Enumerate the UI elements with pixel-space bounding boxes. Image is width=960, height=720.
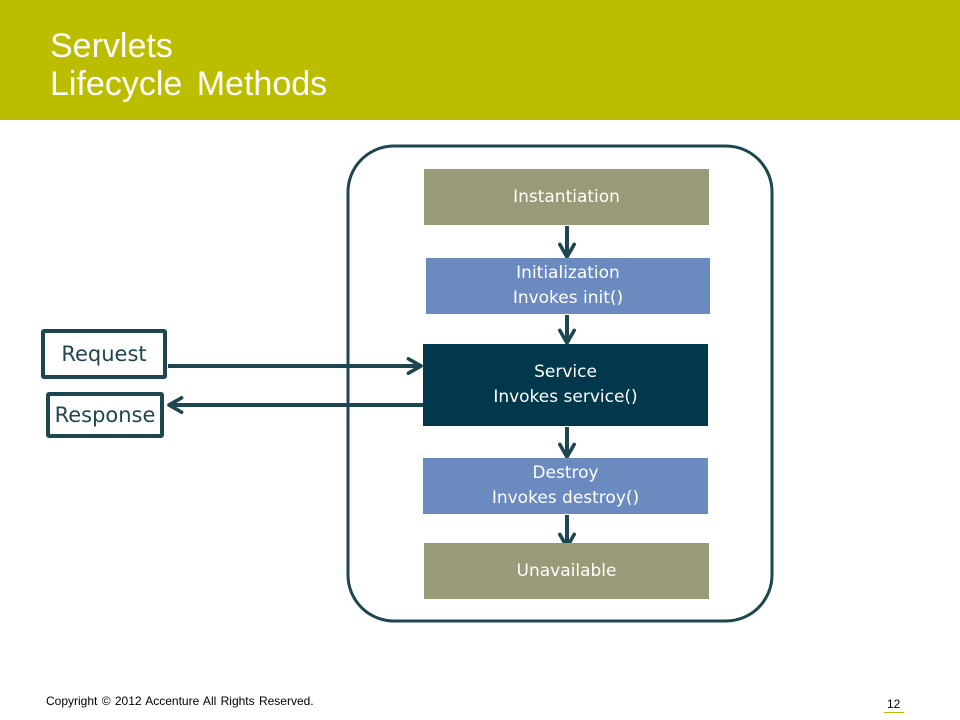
response-box: Response bbox=[46, 392, 164, 438]
stage-destroy: Destroy Invokes destroy() bbox=[423, 458, 708, 514]
stage-initialization-detail: Invokes init() bbox=[512, 288, 624, 308]
stage-initialization-label: Initialization bbox=[516, 263, 620, 283]
stage-initialization: Initialization Invokes init() bbox=[426, 258, 710, 314]
stage-instantiation: Instantiation bbox=[424, 169, 709, 225]
slide-title: Servlets Lifecycle Methods bbox=[50, 27, 327, 103]
footer-copyright: Copyright © 2012 Accenture All Rights Re… bbox=[46, 694, 314, 708]
stage-service-detail: Invokes service() bbox=[493, 387, 638, 407]
stage-service: Service Invokes service() bbox=[423, 344, 708, 426]
stage-destroy-label: Destroy bbox=[532, 463, 599, 483]
slide-title-line-2: Lifecycle Methods bbox=[50, 65, 328, 103]
stage-service-label: Service bbox=[534, 362, 597, 382]
slide-title-line-1: Servlets bbox=[50, 27, 173, 65]
header-band bbox=[0, 0, 960, 120]
page-number: 12 bbox=[887, 697, 901, 711]
stage-instantiation-label: Instantiation bbox=[513, 186, 620, 207]
request-box: Request bbox=[41, 329, 167, 379]
page-number-rule bbox=[884, 712, 904, 713]
request-label: Request bbox=[61, 342, 147, 366]
container-frame bbox=[346, 144, 774, 623]
stage-unavailable: Unavailable bbox=[424, 543, 709, 599]
stage-unavailable-label: Unavailable bbox=[516, 560, 617, 581]
stage-destroy-detail: Invokes destroy() bbox=[491, 488, 640, 508]
response-label: Response bbox=[54, 403, 156, 427]
